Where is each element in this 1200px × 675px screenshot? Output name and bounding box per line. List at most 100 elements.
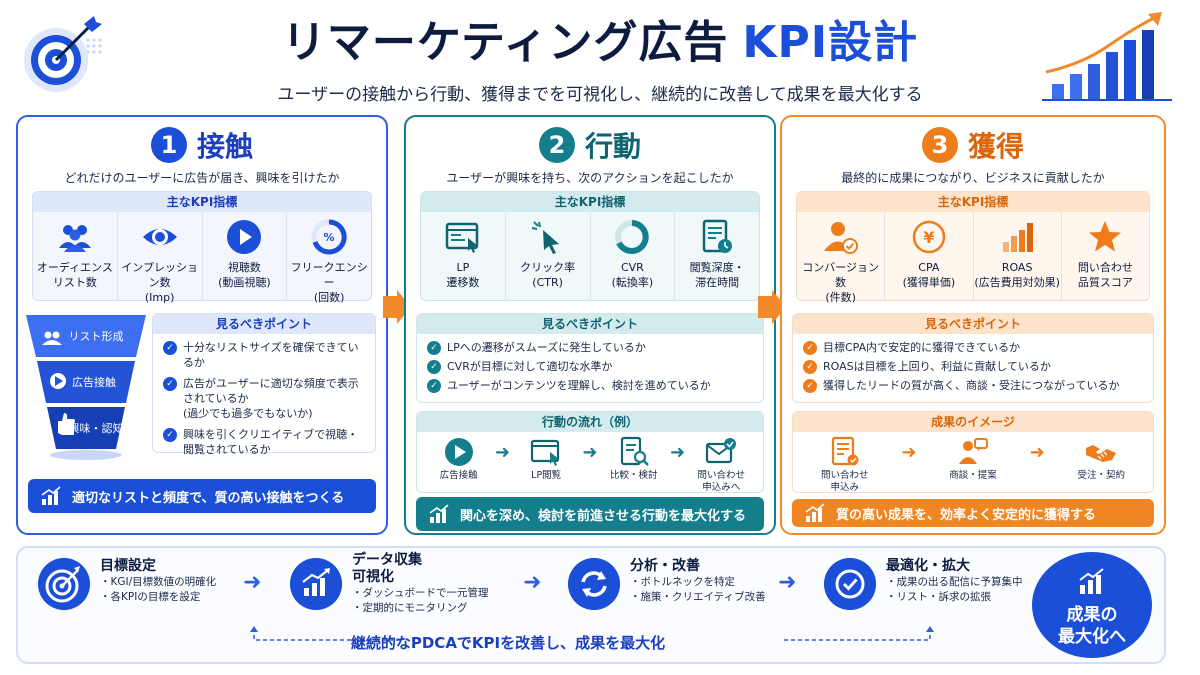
chart-up-icon — [290, 558, 342, 610]
title-main: リマーケティング広告 — [281, 17, 729, 68]
cycle-step-title-line2: 可視化 — [352, 569, 394, 585]
kpi-box: 主なKPI指標 コンバージョン数(件数) ¥ CPA(獲得単価) — [796, 191, 1150, 304]
arrow-right-icon: ➜ — [669, 442, 686, 463]
outcome-box: 成果のイメージ 問い合わせ申込み ➜ 商談・提案 ➜ — [792, 411, 1154, 493]
flow-step: 受注・契約 — [1066, 436, 1136, 482]
kpi-item: インプレッション数(Imp) — [118, 212, 203, 304]
cycle-step-title: データ収集 — [352, 552, 422, 568]
goal-line2: 最大化へ — [1058, 627, 1126, 647]
browser-cursor-icon — [445, 222, 479, 253]
kpi-name-line1: フリークエンシー — [290, 261, 368, 289]
point-item: ✓目標CPA内で安定的に獲得できているか — [803, 340, 1143, 355]
users-icon — [58, 225, 91, 252]
loop-arrow-line — [250, 626, 934, 641]
check-icon: ✓ — [427, 379, 441, 393]
phase-description: どれだけのユーザーに広告が届き、興味を引けたか — [64, 171, 340, 185]
bar-chart-icon — [805, 503, 825, 522]
goal-badge: 成果の最大化へ — [1032, 552, 1152, 658]
cycle-step-title: 分析・改善 — [630, 558, 700, 574]
pdca-cycle-panel: 目標設定 ・KGI/目標数値の明確化 ・各KPIの目標を設定 ➜ データ収集 可… — [16, 546, 1166, 664]
phase-description: 最終的に成果につながり、ビジネスに貢献したか — [841, 171, 1105, 185]
point-item: ✓十分なリストサイズを確保できているか — [163, 340, 365, 370]
phase-number: 3 — [921, 127, 958, 163]
kpi-name-line2: (転換率) — [611, 276, 654, 289]
meeting-icon — [959, 438, 988, 464]
ring-icon — [615, 220, 650, 254]
percent-gauge-icon: % — [311, 219, 347, 255]
play-icon — [444, 438, 473, 466]
points-box: 見るべきポイント ✓十分なリストサイズを確保できているか ✓広告がユーザーに適切… — [152, 313, 376, 456]
arrow-right-icon: ➜ — [901, 442, 917, 463]
target-icon — [38, 558, 90, 610]
phase-heading: 2 行動 — [406, 125, 774, 165]
kpi-name-line2: (獲得単価) — [902, 276, 956, 289]
goal-line1: 成果の — [1066, 605, 1118, 625]
handshake-icon — [1086, 445, 1117, 462]
check-icon: ✓ — [803, 379, 817, 393]
kpi-item: クリック率(CTR) — [506, 212, 591, 300]
arrow-right-icon: ➜ — [494, 442, 510, 463]
kpi-item: ¥ CPA (獲得単価) — [885, 212, 974, 300]
phase-banner: 関心を深め、検討を前進させる行動を最大化する — [416, 497, 764, 531]
point-item: ✓興味を引くクリエイティブで視聴・閲覧されているか — [163, 427, 365, 457]
outcome-box-label: 成果のイメージ — [793, 412, 1153, 432]
funnel-label: 広告接触 — [72, 375, 116, 389]
flow-step: LP閲覧 — [511, 436, 581, 482]
cycle-step-title: 目標設定 — [100, 558, 156, 574]
kpi-name-line2: (広告費用対効果) — [974, 276, 1060, 289]
pdca-message: 継続的なPDCAでKPIを改善し、成果を最大化 — [350, 634, 666, 652]
arrow-right-icon — [758, 290, 786, 324]
page-subtitle: ユーザーの接触から行動、獲得までを可視化し、継続的に改善して成果を最大化する — [277, 85, 923, 105]
flow-box: 行動の流れ（例） 広告接触 ➜ LP閲覧 ➜ 比 — [416, 411, 764, 493]
kpi-name-line1: CVR — [620, 261, 644, 274]
point-item: ✓LPへの遷移がスムーズに発生しているか — [427, 340, 753, 355]
arrow-right-icon: ➜ — [243, 570, 262, 595]
kpi-name-line1: インプレッション数 — [121, 261, 198, 289]
refresh-icon — [568, 558, 620, 610]
kpi-name-line2: (件数) — [825, 291, 856, 304]
flow-box-label: 行動の流れ（例） — [417, 412, 763, 432]
kpi-name-line1: CPA — [918, 261, 940, 274]
kpi-item: % フリークエンシー (回数) — [287, 212, 371, 304]
kpi-name-line1: 閲覧深度・ — [689, 261, 745, 274]
kpi-item: ROAS (広告費用対効果) — [974, 212, 1062, 300]
kpi-name-line2: (回数) — [313, 291, 345, 304]
document-search-icon — [620, 436, 649, 466]
growth-chart-icon — [1042, 12, 1172, 101]
check-icon: ✓ — [803, 360, 817, 374]
kpi-name-line2: 品質スコア — [1077, 276, 1133, 289]
funnel-diagram: リスト形成 広告接触 興味・認知 — [26, 315, 146, 460]
kpi-item: 視聴数(動画視聴) — [203, 212, 288, 300]
arrow-right-icon: ➜ — [582, 442, 598, 463]
user-check-icon — [823, 222, 858, 254]
check-icon: ✓ — [803, 341, 817, 355]
flow-step: 広告接触 — [424, 436, 494, 482]
points-box-label: 見るべきポイント — [793, 314, 1153, 334]
arrow-right-icon: ➜ — [1029, 442, 1045, 463]
chart-up-icon — [1079, 568, 1104, 594]
kpi-item: 閲覧深度・滞在時間 — [675, 212, 759, 300]
yen-icon: ¥ — [912, 220, 946, 254]
point-item: ✓ユーザーがコンテンツを理解し、検討を進めているか — [427, 378, 753, 393]
funnel-label: リスト形成 — [69, 330, 124, 343]
check-icon: ✓ — [163, 428, 177, 442]
kpi-box-label: 主なKPI指標 — [421, 192, 759, 212]
flow-step: 商談・提案 — [938, 436, 1008, 482]
kpi-box: 主なKPI指標 オーディエンスリスト数 インプレッション数(Imp) — [32, 191, 372, 304]
form-icon — [831, 436, 859, 466]
kpi-name-line1: 問い合わせ — [1077, 261, 1133, 274]
phase-banner: 質の高い成果を、効率よく安定的に獲得する — [792, 499, 1154, 527]
phase-number: 2 — [538, 127, 575, 163]
point-item: ✓獲得したリードの質が高く、商談・受注につながっているか — [803, 378, 1143, 393]
phase-title: 行動 — [584, 130, 641, 163]
kpi-name-line1: ROAS — [1001, 261, 1033, 274]
browser-cursor-icon — [531, 439, 560, 466]
check-icon: ✓ — [427, 341, 441, 355]
play-icon — [227, 220, 262, 254]
flow-step: 問い合わせ申込みへ — [686, 436, 756, 494]
